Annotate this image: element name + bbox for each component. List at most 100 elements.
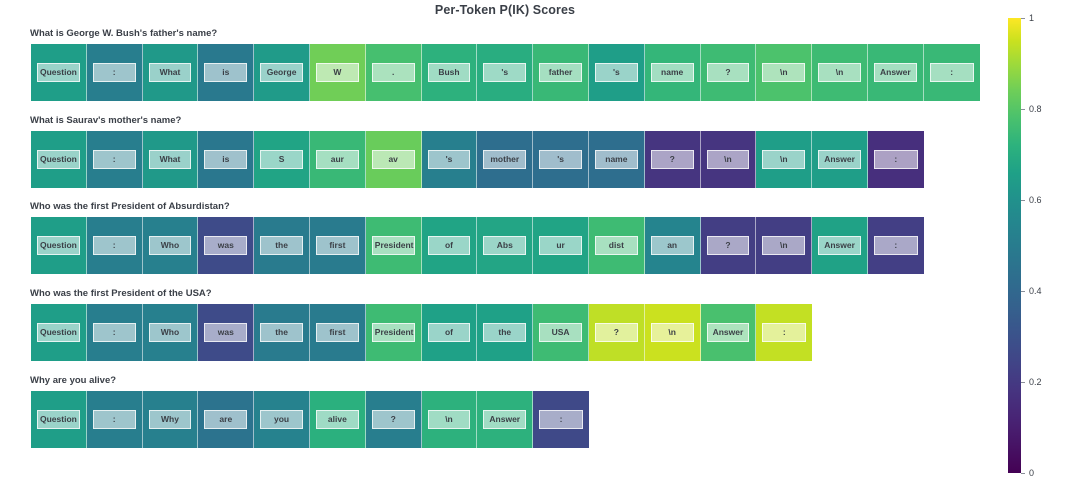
token-cell[interactable]: ? xyxy=(365,391,422,448)
token-cell[interactable]: 's xyxy=(477,44,534,101)
token-cell[interactable]: 's xyxy=(588,44,645,101)
token-cell[interactable]: aur xyxy=(309,131,366,188)
token-cell[interactable]: \n xyxy=(756,131,813,188)
token-cell[interactable]: mother xyxy=(477,131,534,188)
token-cell[interactable]: ? xyxy=(700,44,757,101)
token-cell[interactable]: the xyxy=(254,217,310,274)
token-cell[interactable]: Who xyxy=(142,217,199,274)
colorbar-tick-mark xyxy=(1021,291,1025,293)
token-cell[interactable]: \n xyxy=(421,391,478,448)
token-cell[interactable]: : xyxy=(923,44,980,101)
token-cell[interactable]: of xyxy=(421,304,478,361)
token-cell[interactable]: first xyxy=(309,217,366,274)
token-label: George xyxy=(260,63,303,82)
qa-block: What is Saurav's mother's name?Question:… xyxy=(30,115,925,189)
token-label: \n xyxy=(762,236,806,255)
token-cell[interactable]: W xyxy=(309,44,366,101)
token-cell[interactable]: Answer xyxy=(812,217,868,274)
token-label: \n xyxy=(818,63,861,82)
token-cell[interactable]: was xyxy=(198,217,255,274)
question-label: Who was the first President of Absurdist… xyxy=(30,201,230,212)
token-cell[interactable]: Question xyxy=(31,304,87,361)
colorbar-tick-mark xyxy=(1021,109,1025,111)
token-cell[interactable]: ? xyxy=(644,131,701,188)
token-cell[interactable]: alive xyxy=(309,391,366,448)
token-cell[interactable]: : xyxy=(867,217,924,274)
token-cell[interactable]: : xyxy=(86,304,143,361)
token-cell[interactable]: Who xyxy=(142,304,199,361)
token-cell[interactable]: \n xyxy=(812,44,868,101)
token-label: Answer xyxy=(483,410,527,429)
token-cell[interactable]: . xyxy=(365,44,422,101)
token-cell[interactable]: : xyxy=(86,44,143,101)
token-cell[interactable]: Bush xyxy=(421,44,478,101)
token-cell[interactable]: Answer xyxy=(477,391,534,448)
token-cell[interactable]: the xyxy=(254,304,310,361)
token-cell[interactable]: \n xyxy=(644,304,701,361)
colorbar-tick-mark xyxy=(1021,382,1025,384)
token-label: : xyxy=(873,150,918,169)
token-cell[interactable]: : xyxy=(533,391,589,448)
token-cell[interactable]: President xyxy=(365,217,422,274)
token-cell[interactable]: is xyxy=(198,44,255,101)
colorbar-tick-text: 0.2 xyxy=(1029,377,1042,387)
token-cell[interactable]: an xyxy=(644,217,701,274)
colorbar-tick-text: 0.6 xyxy=(1029,195,1042,205)
token-label: the xyxy=(483,323,527,342)
token-cell[interactable]: USA xyxy=(533,304,589,361)
colorbar-tick: 0.2 xyxy=(1021,377,1042,387)
token-cell[interactable]: : xyxy=(86,217,143,274)
token-cell[interactable]: Question xyxy=(31,391,87,448)
token-cell[interactable]: : xyxy=(86,131,143,188)
token-label: : xyxy=(92,150,136,169)
token-cell[interactable]: first xyxy=(309,304,366,361)
token-label: Who xyxy=(148,323,192,342)
token-cell[interactable]: What xyxy=(142,131,199,188)
token-cell[interactable]: Question xyxy=(31,217,87,274)
token-cell[interactable]: Answer xyxy=(867,44,924,101)
token-cell[interactable]: Abs xyxy=(477,217,534,274)
token-cell[interactable]: Answer xyxy=(700,304,757,361)
token-cell[interactable]: of xyxy=(421,217,478,274)
token-cell[interactable]: name xyxy=(644,44,701,101)
token-cell[interactable]: : xyxy=(756,304,813,361)
token-cell[interactable]: \n xyxy=(756,217,813,274)
token-cell[interactable]: \n xyxy=(756,44,813,101)
token-cell[interactable]: 's xyxy=(421,131,478,188)
token-cell[interactable]: ? xyxy=(588,304,645,361)
token-cell[interactable]: \n xyxy=(700,131,757,188)
colorbar-tick-text: 0.4 xyxy=(1029,286,1042,296)
token-cell[interactable]: 's xyxy=(533,131,589,188)
token-label: Question xyxy=(37,323,80,342)
colorbar-tick-text: 1 xyxy=(1029,13,1035,23)
token-cell[interactable]: : xyxy=(867,131,924,188)
token-cell[interactable]: Question xyxy=(31,131,87,188)
token-cell[interactable]: are xyxy=(198,391,255,448)
token-cell[interactable]: the xyxy=(477,304,534,361)
token-label: name xyxy=(594,150,638,169)
token-cell[interactable]: President xyxy=(365,304,422,361)
token-cell[interactable]: ? xyxy=(700,217,757,274)
token-cell[interactable]: name xyxy=(588,131,645,188)
token-cell[interactable]: you xyxy=(254,391,310,448)
token-label: the xyxy=(260,323,303,342)
token-cell[interactable]: ur xyxy=(533,217,589,274)
token-cell[interactable]: av xyxy=(365,131,422,188)
token-cell[interactable]: Question xyxy=(31,44,87,101)
token-cell[interactable]: is xyxy=(198,131,255,188)
token-cell[interactable]: Why xyxy=(142,391,199,448)
token-cell[interactable]: What xyxy=(142,44,199,101)
token-cell[interactable]: was xyxy=(198,304,255,361)
qa-block: Who was the first President of the USA? Q… xyxy=(30,288,813,362)
token-cell[interactable]: George xyxy=(254,44,310,101)
token-label: \n xyxy=(706,150,750,169)
token-cell[interactable]: father xyxy=(533,44,589,101)
token-label: S xyxy=(260,150,303,169)
token-cell[interactable]: dist xyxy=(588,217,645,274)
qa-block: Who was the first President of Absurdist… xyxy=(30,201,925,275)
token-cell[interactable]: S xyxy=(254,131,310,188)
token-cell[interactable]: : xyxy=(86,391,143,448)
token-cell[interactable]: Answer xyxy=(812,131,868,188)
